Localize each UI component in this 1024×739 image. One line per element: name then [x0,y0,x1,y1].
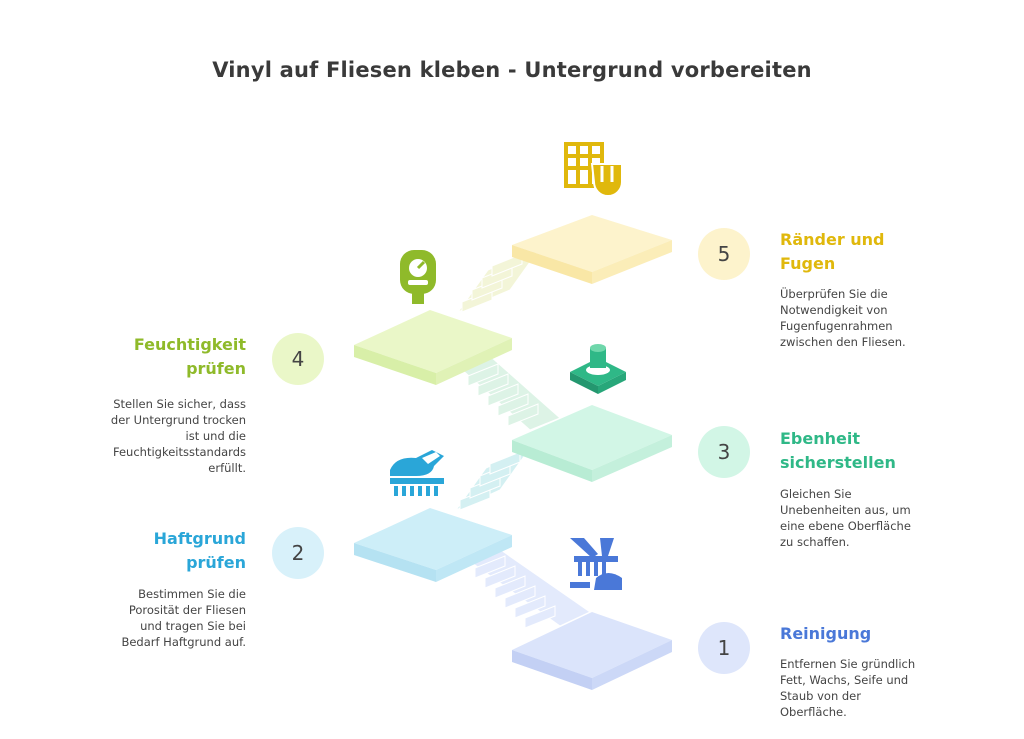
step-2-title-line: Haftgrund [153,529,246,548]
step-4-desc-line: Feuchtigkeitsstandards [113,445,246,459]
platform-1 [512,612,672,690]
step-3-desc-line: zu schaffen. [780,535,850,549]
step-5-number: 5 [717,242,731,266]
stairs-3-4 [459,355,561,431]
platform-3 [512,405,672,482]
step-3-desc-line: Unebenheiten aus, um [780,503,911,517]
step-5-desc-line: Fugenfugenrahmen [780,319,893,333]
platform-4 [354,310,512,385]
step-1-description: Entfernen Sie gründlich Fett, Wachs, Sei… [780,656,915,720]
step-5-title-line: Fugen [780,254,836,273]
step-4-desc-line: ist und die [185,429,246,443]
step-2-desc-line: Bestimmen Sie die [138,587,246,601]
step-2-title: Haftgrund prüfen [60,527,246,575]
step-3-title: Ebenheit sicherstellen [780,427,896,475]
step-5-description: Überprüfen Sie die Notwendigkeit von Fug… [780,286,906,350]
page-title: Vinyl auf Fliesen kleben - Untergrund vo… [212,58,812,82]
step-5-desc-line: zwischen den Fliesen. [780,335,906,349]
step-2-title-line: prüfen [186,553,246,572]
step-3-desc-line: Gleichen Sie [780,487,852,501]
platform-2 [354,508,512,582]
level-block-icon [570,344,626,394]
step-4-number: 4 [291,347,305,371]
step-5-number-badge: 5 [698,228,750,280]
step-4-title-line: Feuchtigkeit [133,335,246,354]
stairs-2-3 [454,446,532,512]
step-3-number: 3 [717,440,731,464]
cleaning-mop-icon [570,538,622,590]
step-1-desc-line: Fett, Wachs, Seife und [780,673,909,687]
step-1-number: 1 [717,636,731,660]
step-2-number: 2 [291,541,305,565]
step-4-title: Feuchtigkeit prüfen [60,333,246,381]
step-3-number-badge: 3 [698,426,750,478]
step-4-number-badge: 4 [272,333,324,385]
step-4-desc-line: Stellen Sie sicher, dass [113,397,246,411]
step-4-desc-line: der Untergrund trocken [110,413,246,427]
step-1-title-line: Reinigung [780,624,872,643]
primer-brush-icon [390,450,444,496]
step-1-desc-line: Entfernen Sie gründlich [780,657,916,671]
step-1-number-badge: 1 [698,622,750,674]
step-4-description: Stellen Sie sicher, dass der Untergrund … [56,396,246,476]
stairs-1-2 [466,547,591,629]
tile-grout-icon [564,142,623,196]
step-2-desc-line: und tragen Sie bei [140,619,246,633]
moisture-meter-icon [400,250,436,304]
step-1-desc-line: Staub von der [780,689,861,703]
step-3-title-line: Ebenheit [780,429,860,448]
step-5-title: Ränder und Fugen [780,228,885,276]
step-4-title-line: prüfen [186,359,246,378]
step-5-desc-line: Notwendigkeit von [780,303,888,317]
step-3-desc-line: eine ebene Oberfläche [780,519,911,533]
step-1-title: Reinigung [780,622,871,646]
step-5-title-line: Ränder und [780,230,885,249]
step-3-title-line: sicherstellen [780,453,896,472]
step-2-desc-line: Bedarf Haftgrund auf. [121,635,246,649]
step-2-description: Bestimmen Sie die Porosität der Fliesen … [56,586,246,650]
step-1-desc-line: Oberfläche. [780,705,847,719]
step-5-desc-line: Überprüfen Sie die [780,287,888,301]
step-2-desc-line: Porosität der Fliesen [128,603,246,617]
stairs-4-5 [456,246,542,314]
step-2-number-badge: 2 [272,527,324,579]
platform-5 [512,215,672,284]
step-4-desc-line: erfüllt. [208,461,246,475]
step-3-description: Gleichen Sie Unebenheiten aus, um eine e… [780,486,911,550]
